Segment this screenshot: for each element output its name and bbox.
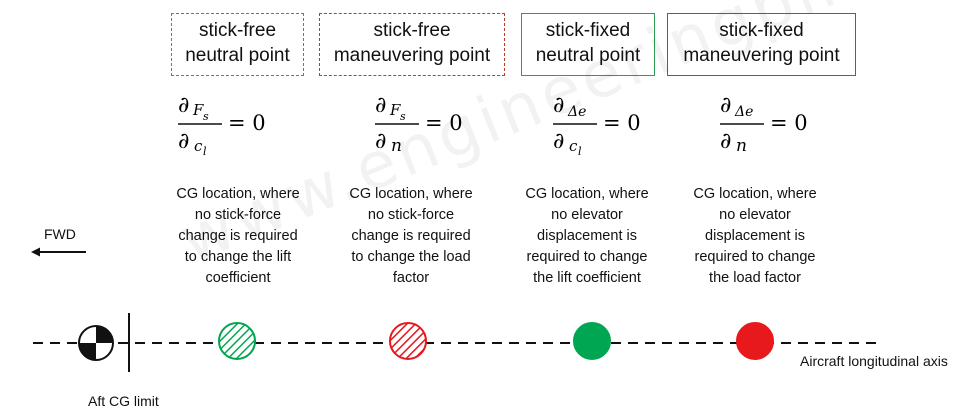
- description-line: displacement is: [537, 228, 637, 244]
- description-line: the load factor: [709, 270, 801, 286]
- description-stick-free-maneuvering-point: CG location, where no stick-force change…: [326, 184, 496, 289]
- formula-num-symbol: ∂: [553, 93, 564, 118]
- formula-num-sub: s: [203, 110, 209, 123]
- description-line: the lift coefficient: [533, 270, 641, 286]
- description-line: no stick-force: [194, 207, 282, 223]
- formula-num-var: F: [192, 101, 204, 119]
- formula-den-symbol: ∂: [375, 129, 386, 154]
- formula-num-var: Δe: [567, 104, 586, 120]
- stick-free-maneuvering-point-marker: [389, 322, 427, 360]
- description-line: CG location, where: [176, 186, 300, 202]
- formula-num-var: Δe: [734, 104, 753, 120]
- formula-stick-fixed-maneuvering-point: ∂ Δe ∂ n = 0: [720, 93, 808, 156]
- stick-free-maneuvering-point-box: stick-free maneuvering point: [319, 13, 505, 76]
- box-line: stick-fixed: [545, 20, 631, 41]
- formula-num-var: F: [389, 101, 401, 119]
- formula-den-symbol: ∂: [553, 129, 564, 154]
- formula-den-sub: l: [578, 145, 582, 158]
- description-line: no stick-force: [367, 207, 455, 223]
- formula-den-var: n: [391, 136, 402, 156]
- stick-free-neutral-point-box: stick-free neutral point: [171, 13, 304, 76]
- formula-num-sub: s: [400, 110, 406, 123]
- description-line: factor: [392, 270, 430, 286]
- formula-den-symbol: ∂: [720, 129, 731, 154]
- formula-den-var: c: [194, 137, 203, 155]
- formula-rhs: = 0: [425, 111, 463, 135]
- description-stick-fixed-maneuvering-point: CG location, where no elevator displacem…: [670, 184, 840, 289]
- fwd-arrow-icon: [31, 247, 86, 257]
- formula-den-var: c: [569, 137, 578, 155]
- formula-num-symbol: ∂: [178, 93, 189, 118]
- stick-fixed-maneuvering-point-marker: [736, 322, 774, 360]
- center-of-gravity-icon: [78, 325, 114, 361]
- description-line: displacement is: [705, 228, 805, 244]
- formula-num-symbol: ∂: [375, 93, 386, 118]
- formula-den-symbol: ∂: [178, 129, 189, 154]
- description-line: CG location, where: [349, 186, 473, 202]
- formula-stick-free-neutral-point: ∂ F s ∂ c l = 0: [178, 93, 266, 158]
- description-line: change is required: [178, 228, 298, 244]
- formula-rhs: = 0: [770, 111, 808, 135]
- description-line: required to change: [526, 249, 648, 265]
- box-line: stick-free: [198, 20, 277, 41]
- box-line: stick-free: [373, 20, 451, 41]
- box-line: neutral point: [535, 45, 641, 66]
- description-stick-free-neutral-point: CG location, where no stick-force change…: [153, 184, 323, 289]
- box-line: maneuvering point: [333, 45, 491, 66]
- aft-cg-limit-label: Aft CG limit: [88, 393, 159, 409]
- formula-den-var: n: [736, 136, 747, 156]
- description-line: to change the load: [351, 249, 471, 265]
- stick-fixed-maneuvering-point-box: stick-fixed maneuvering point: [667, 13, 856, 76]
- formula-stick-fixed-neutral-point: ∂ Δe ∂ c l = 0: [553, 93, 641, 158]
- stick-fixed-neutral-point-box: stick-fixed neutral point: [521, 13, 655, 76]
- description-line: no elevator: [551, 207, 623, 223]
- formula-stick-free-maneuvering-point: ∂ F s ∂ n = 0: [375, 93, 463, 156]
- description-line: CG location, where: [693, 186, 817, 202]
- formula-num-symbol: ∂: [720, 93, 731, 118]
- stick-fixed-neutral-point-marker: [573, 322, 611, 360]
- description-line: change is required: [351, 228, 471, 244]
- box-line: maneuvering point: [683, 45, 840, 66]
- description-line: CG location, where: [525, 186, 649, 202]
- description-line: required to change: [694, 249, 816, 265]
- description-line: to change the lift: [184, 249, 292, 265]
- formula-rhs: = 0: [228, 111, 266, 135]
- fwd-label: FWD: [44, 226, 76, 242]
- description-line: no elevator: [719, 207, 791, 223]
- description-stick-fixed-neutral-point: CG location, where no elevator displacem…: [502, 184, 672, 289]
- box-line: stick-fixed: [719, 20, 804, 41]
- description-line: coefficient: [205, 270, 271, 286]
- stick-free-neutral-point-marker: [218, 322, 256, 360]
- longitudinal-axis-label: Aircraft longitudinal axis: [800, 353, 948, 369]
- formula-rhs: = 0: [603, 111, 641, 135]
- formula-den-sub: l: [203, 145, 207, 158]
- box-line: neutral point: [185, 45, 290, 66]
